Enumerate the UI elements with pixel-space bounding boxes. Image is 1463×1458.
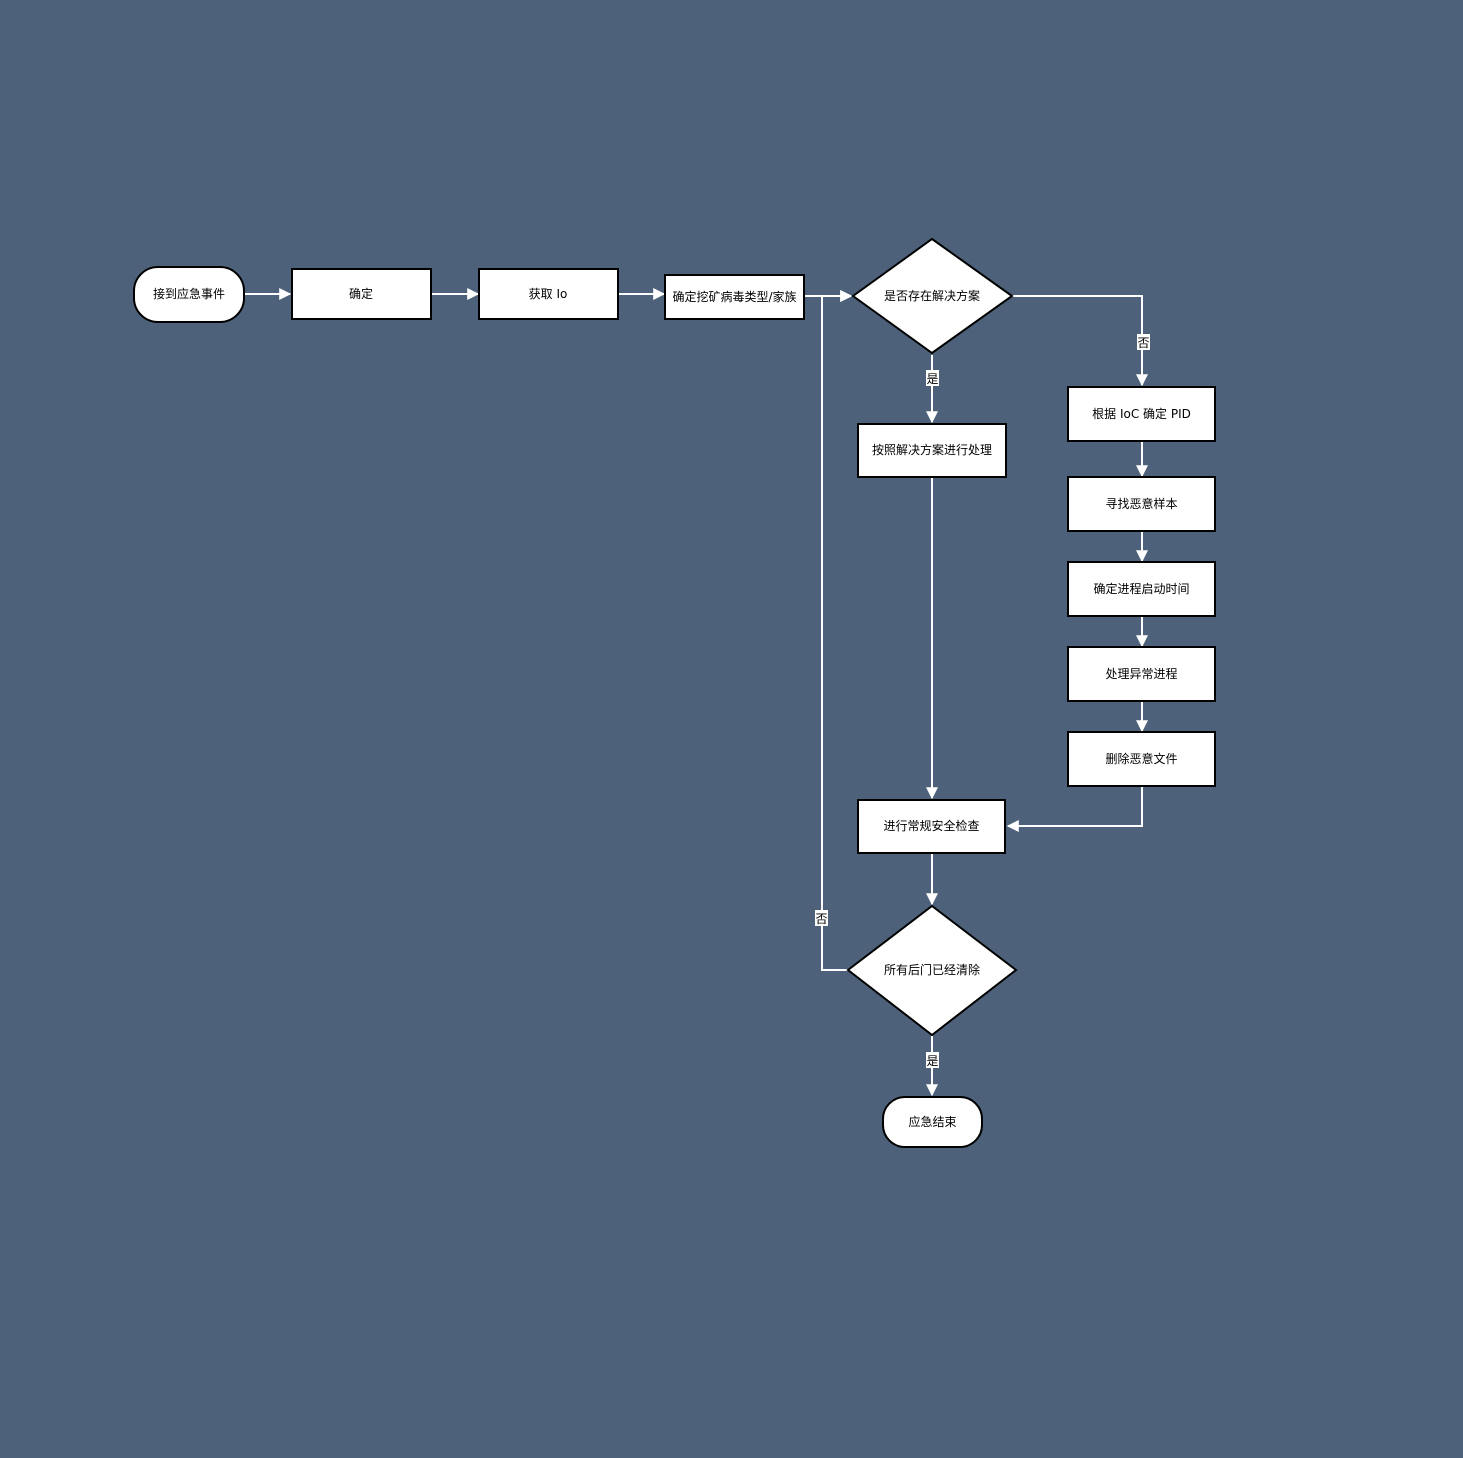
- edge-label-backdoor-no: 否: [815, 912, 827, 926]
- node-handle-process: 处理异常进程: [1067, 646, 1216, 702]
- nodes: 接到应急事件 确定 获取 Io 确定挖矿病毒类型/家族 是否存在解决方案 按照解…: [133, 237, 1216, 1148]
- edge-backdoor-no: [821, 290, 853, 971]
- node-get-ioc: 获取 Io: [478, 268, 619, 320]
- node-follow-solution-label: 按照解决方案进行处理: [872, 442, 992, 457]
- node-pid-from-ioc-label: 根据 IoC 确定 PID: [1092, 406, 1191, 421]
- node-determine-family-label: 确定挖矿病毒类型/家族: [672, 289, 796, 304]
- node-follow-solution: 按照解决方案进行处理: [857, 423, 1007, 478]
- node-has-solution-decision: 是否存在解决方案: [851, 237, 1014, 355]
- node-backdoors-cleared-label: 所有后门已经清除: [884, 962, 980, 977]
- node-get-ioc-label: 获取 Io: [529, 287, 568, 301]
- node-handle-process-label: 处理异常进程: [1105, 666, 1177, 681]
- node-find-sample: 寻找恶意样本: [1067, 476, 1216, 532]
- node-pid-from-ioc: 根据 IoC 确定 PID: [1067, 386, 1216, 442]
- edge-label-solution-yes: 是: [926, 372, 938, 386]
- node-process-start-time: 确定进程启动时间: [1067, 561, 1216, 617]
- edge-solution-no: [1012, 295, 1148, 387]
- node-determine-family: 确定挖矿病毒类型/家族: [664, 274, 805, 320]
- node-find-sample-label: 寻找恶意样本: [1105, 496, 1177, 511]
- node-confirm-label: 确定: [349, 286, 373, 301]
- node-confirm: 确定: [291, 268, 432, 320]
- edges: [245, 288, 1148, 1097]
- node-start-label: 接到应急事件: [153, 286, 225, 301]
- node-end: 应急结束: [882, 1096, 983, 1148]
- node-security-check-label: 进行常规安全检查: [883, 818, 979, 833]
- node-delete-files-label: 删除恶意文件: [1105, 751, 1177, 766]
- edge-labels: 否 是 否 是: [815, 334, 1150, 1068]
- node-security-check: 进行常规安全检查: [857, 799, 1006, 854]
- node-has-solution-label: 是否存在解决方案: [884, 288, 980, 303]
- node-start: 接到应急事件: [133, 266, 245, 323]
- edge-label-solution-no: 否: [1137, 336, 1149, 350]
- edge-delete-to-check: [1006, 786, 1143, 832]
- node-process-start-time-label: 确定进程启动时间: [1093, 581, 1189, 596]
- edge-label-backdoor-yes: 是: [926, 1054, 938, 1068]
- node-end-label: 应急结束: [908, 1114, 956, 1129]
- node-backdoors-cleared-decision: 所有后门已经清除: [846, 904, 1018, 1037]
- node-delete-files: 删除恶意文件: [1067, 731, 1216, 787]
